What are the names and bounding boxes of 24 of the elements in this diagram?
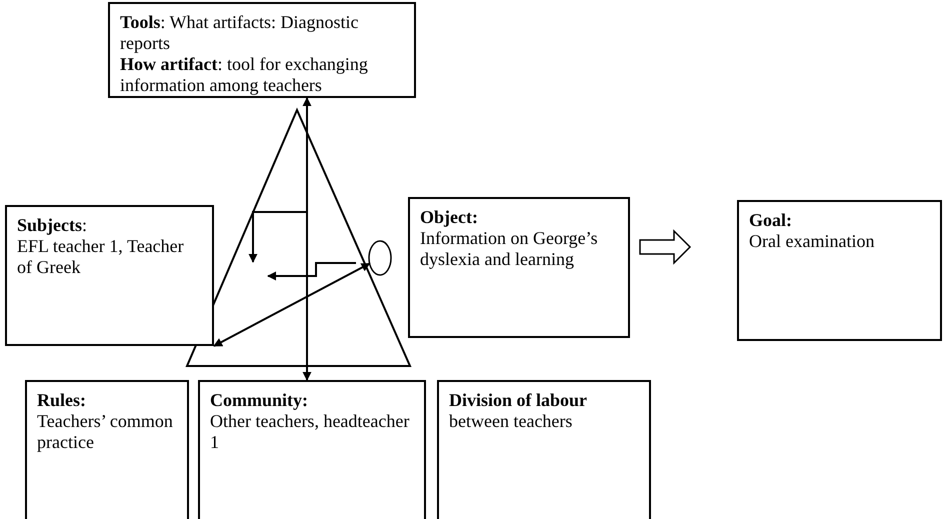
heading-text: Rules: — [37, 390, 87, 411]
rules-box — [25, 380, 189, 519]
heading-text: Community: — [210, 390, 309, 411]
heading-text: Tools: What artifacts: Diagnostic reports — [120, 12, 360, 54]
subjects-box — [5, 205, 214, 346]
body-text: Other teachers, headteacher 1 — [210, 411, 410, 453]
heading-text: Goal: — [749, 210, 793, 231]
body-text: Information on George’s dyslexia and learning — [420, 228, 599, 270]
body-text: Oral examination — [749, 231, 876, 252]
outcome-circle — [368, 240, 392, 276]
arrow — [213, 262, 370, 347]
body-text: Teachers’ common practice — [37, 411, 174, 453]
division-of-labour-box — [437, 380, 651, 519]
block-arrow — [639, 229, 692, 265]
heading-text: Subjects: — [17, 215, 88, 236]
object-box — [408, 197, 630, 338]
body-text: Division of labour between teachers — [449, 390, 588, 432]
heading-text: Object: — [420, 207, 479, 228]
arrow — [302, 97, 312, 381]
body-text: How artifact: tool for exchanging information among teachers — [120, 54, 369, 96]
tools-box — [108, 2, 416, 98]
body-text: EFL teacher 1, Teacher of Greek — [17, 236, 185, 278]
community-box — [198, 380, 426, 519]
goal-box — [737, 200, 942, 341]
